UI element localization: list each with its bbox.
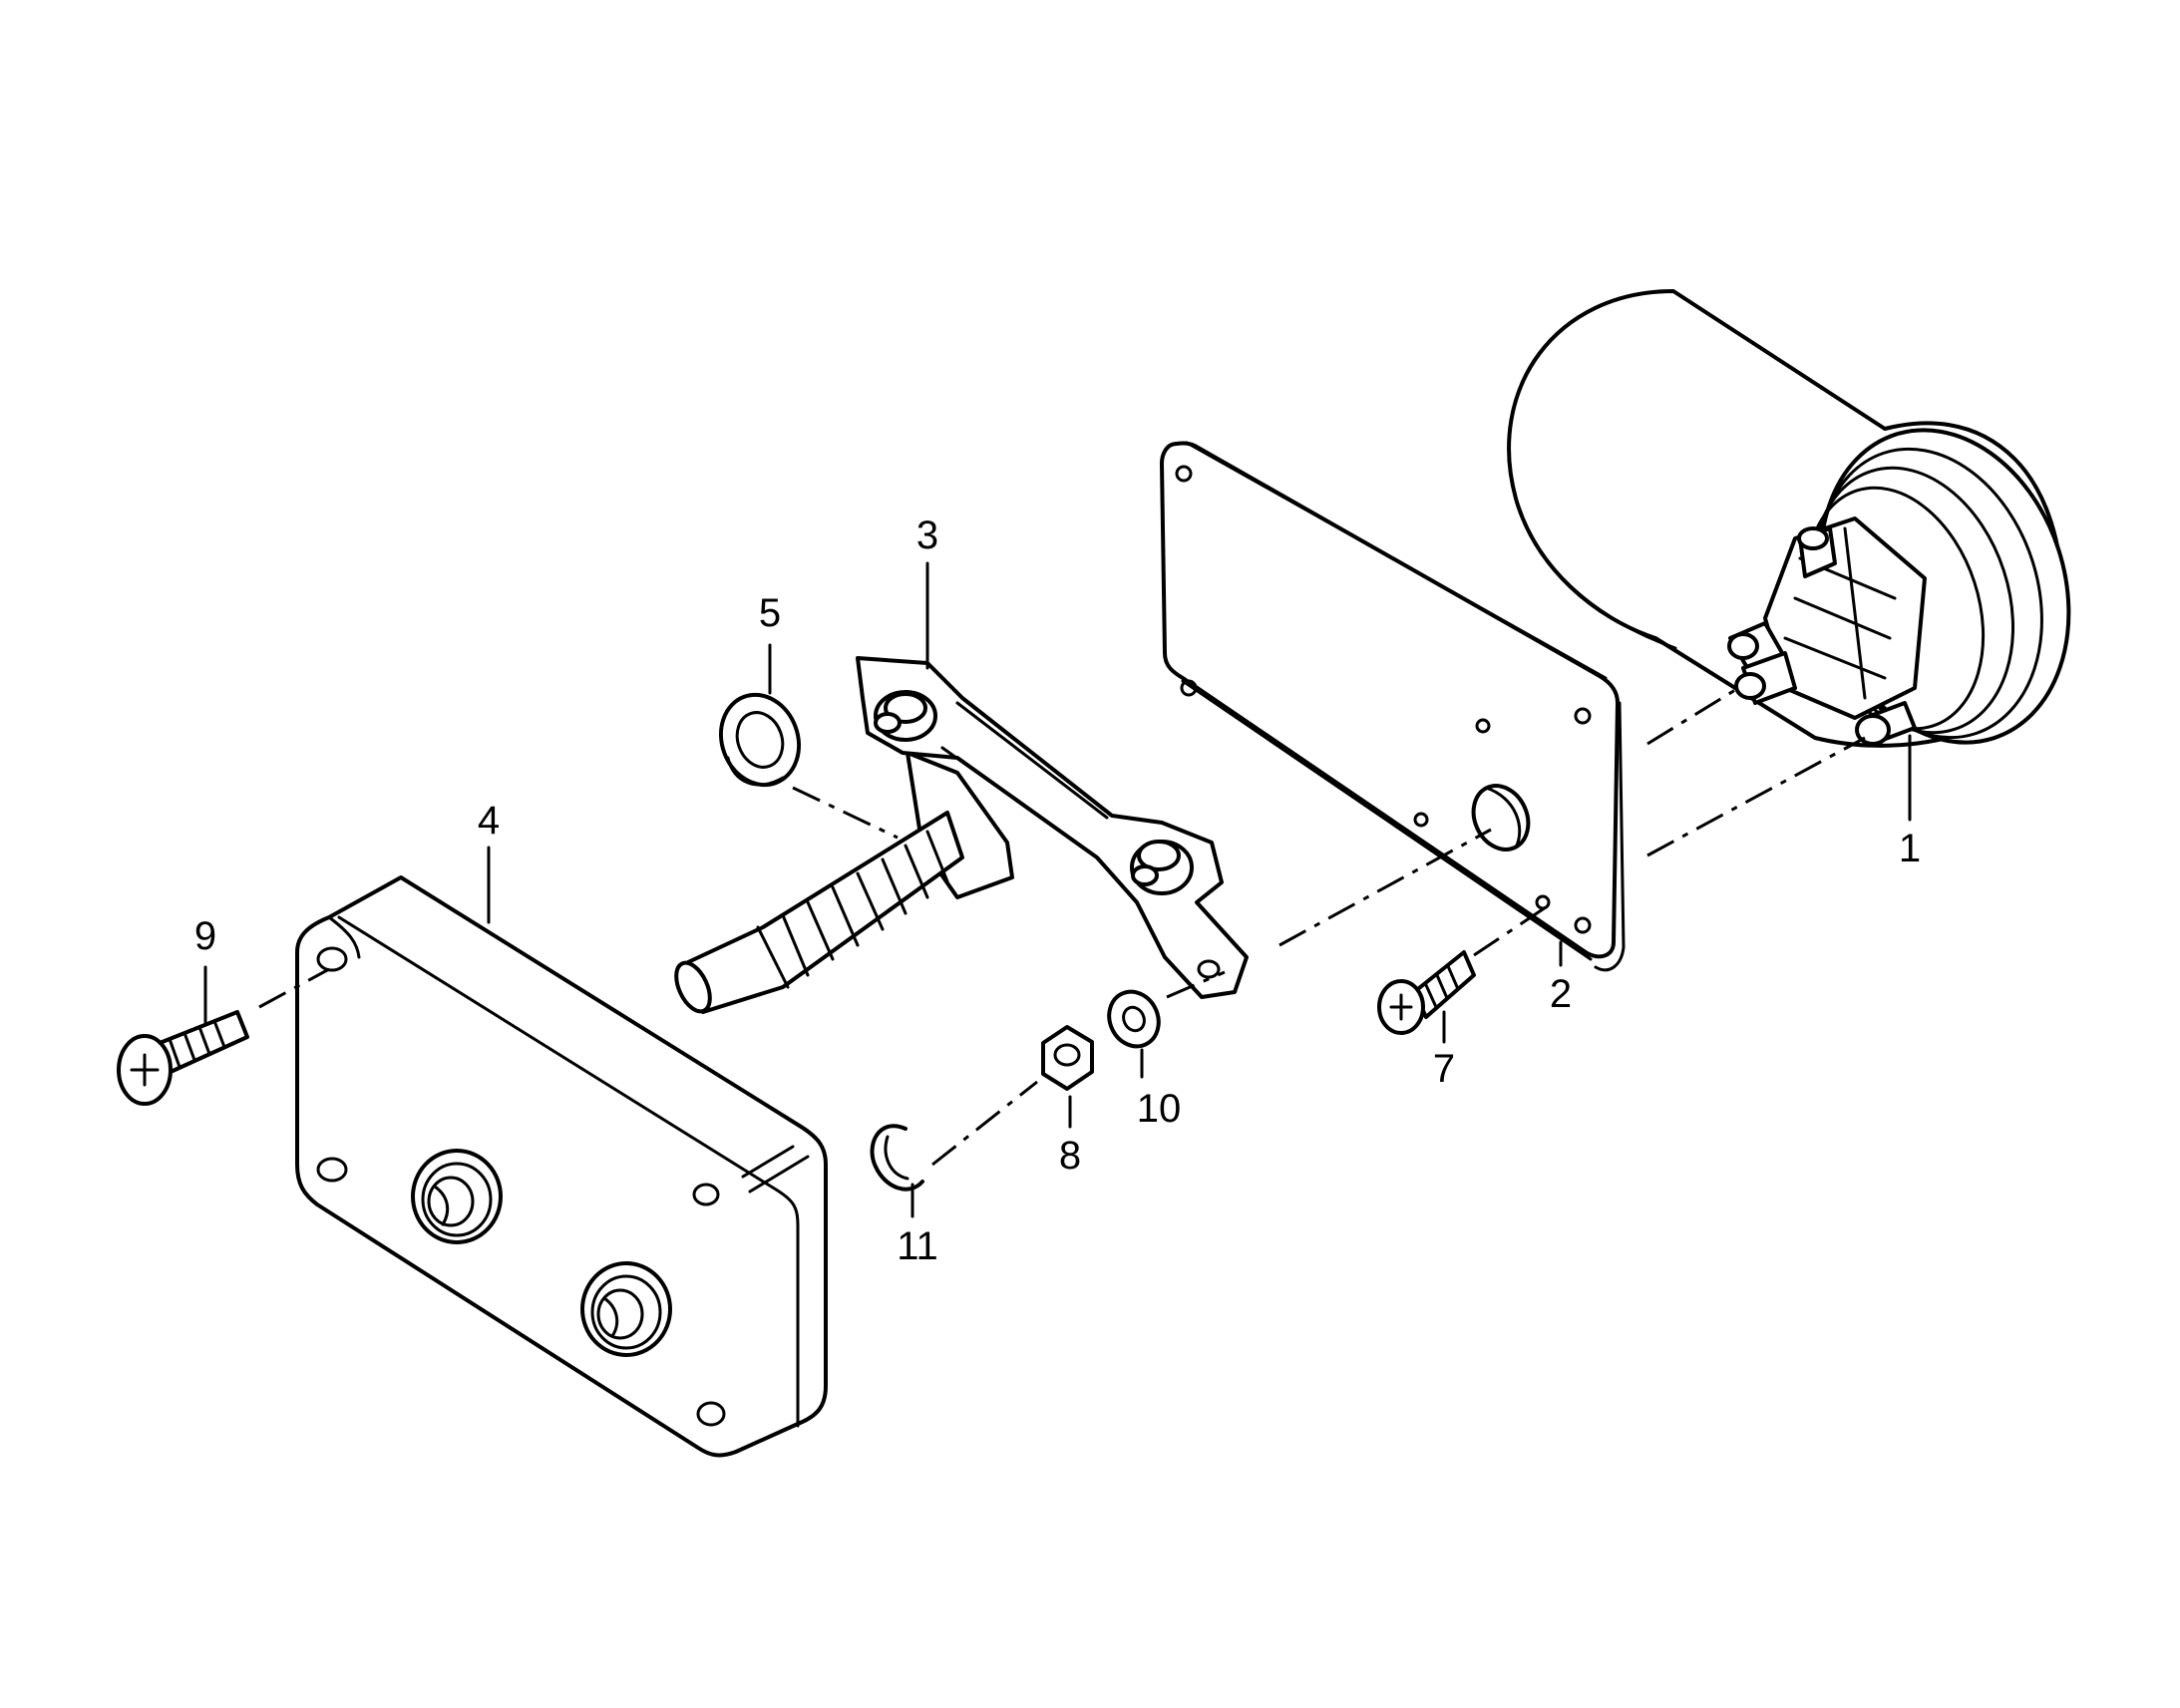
leader-lines	[203, 561, 1912, 1218]
callout-labels: 1 2 3 4 5 7 8 9 10 11	[194, 513, 1921, 1268]
callout-2: 2	[1550, 972, 1572, 1016]
callout-1: 1	[1899, 827, 1921, 870]
cover-screw	[117, 1010, 249, 1106]
gearbox-cover	[295, 875, 828, 1458]
callout-8: 8	[1059, 1134, 1081, 1178]
callout-9: 9	[194, 914, 216, 958]
callout-3: 3	[916, 513, 938, 557]
callout-11: 11	[897, 1224, 938, 1268]
callout-5: 5	[759, 591, 781, 635]
worm-shaft-linkage	[674, 656, 1249, 1014]
callout-4: 4	[478, 799, 500, 843]
shaft-washer	[718, 692, 802, 788]
callout-7: 7	[1433, 1047, 1455, 1091]
hex-nut	[1041, 1025, 1094, 1091]
plate-screw	[1377, 950, 1476, 1035]
motor-housing	[1507, 289, 2071, 748]
alignment-lines	[258, 688, 1866, 1167]
callout-10: 10	[1137, 1087, 1182, 1131]
small-washer	[1107, 989, 1161, 1049]
gasket-plate	[1160, 441, 1626, 972]
split-ring	[870, 1124, 924, 1192]
